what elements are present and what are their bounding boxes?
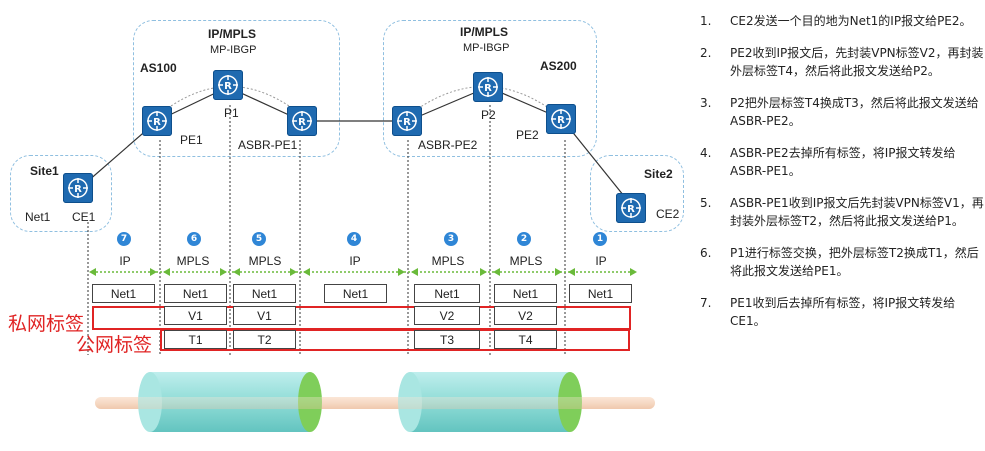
- proto-label: IP: [349, 254, 361, 268]
- label-asbr-pe2: ASBR-PE2: [418, 138, 478, 152]
- as100-label: AS100: [140, 61, 177, 75]
- svg-text:R: R: [224, 81, 232, 92]
- packet-net1: Net1: [92, 284, 155, 303]
- step-item: 4. ASBR-PE2去掉所有标签，将IP报文转发给ASBR-PE1。: [700, 144, 985, 180]
- public-label-t1: T1: [164, 330, 227, 349]
- packet-net1: Net1: [494, 284, 557, 303]
- public-label-t2: T2: [233, 330, 296, 349]
- router-ce1: R: [63, 173, 93, 203]
- router-pe1: R: [142, 106, 172, 136]
- step-circle-4: 4: [347, 232, 361, 246]
- label-ce1: CE1: [72, 210, 96, 224]
- svg-text:R: R: [298, 117, 306, 128]
- as200-subtitle: MP-IBGP: [463, 42, 510, 54]
- step-circle-5: 5: [252, 232, 266, 246]
- packet-net1: Net1: [569, 284, 632, 303]
- svg-text:R: R: [627, 204, 635, 215]
- as200-label: AS200: [540, 59, 577, 73]
- router-icon: R: [292, 111, 312, 131]
- proto-label: MPLS: [509, 254, 543, 268]
- packet-net1: Net1: [414, 284, 480, 303]
- private-label-caption: 私网标签: [8, 313, 85, 335]
- as100-subtitle: MP-IBGP: [210, 44, 257, 56]
- label-p1: P1: [224, 106, 239, 120]
- step-item: 1. CE2发送一个目的地为Net1的IP报文给PE2。: [700, 12, 985, 30]
- step-item: 2. PE2收到IP报文后，先封装VPN标签V2，再封装外层标签T4，然后将此报文…: [700, 44, 985, 80]
- label-asbr-pe1: ASBR-PE1: [238, 138, 298, 152]
- proto-label: IP: [119, 254, 131, 268]
- step-item: 5. ASBR-PE1收到IP报文后先封装VPN标签V1，再封装外层标签T2，然后…: [700, 194, 985, 230]
- svg-text:R: R: [557, 115, 565, 126]
- router-icon: R: [551, 109, 571, 129]
- step-number: 6.: [700, 246, 712, 260]
- proto-label: MPLS: [176, 254, 210, 268]
- label-net1: Net1: [25, 210, 51, 224]
- router-icon: R: [68, 178, 88, 198]
- private-label-v2: V2: [414, 306, 480, 325]
- step-circle-7: 7: [117, 232, 131, 246]
- step-circle-6: 6: [187, 232, 201, 246]
- public-label-caption: 公网标签: [76, 334, 153, 356]
- step-number: 4.: [700, 146, 712, 160]
- step-item: 7. PE1收到后去掉所有标签，将IP报文转发给CE1。: [700, 294, 985, 330]
- step-text: P2把外层标签T4换成T3，然后将此报文发送给ASBR-PE2。: [730, 96, 979, 128]
- step-number: 1.: [700, 14, 712, 28]
- site1-cloud: [10, 155, 112, 232]
- label-pe1: PE1: [180, 133, 203, 147]
- label-pe2: PE2: [516, 128, 539, 142]
- step-text: ASBR-PE2去掉所有标签，将IP报文转发给ASBR-PE1。: [730, 146, 956, 178]
- step-number: 7.: [700, 296, 712, 310]
- packet-net1: Net1: [233, 284, 296, 303]
- router-asbr-pe2: R: [392, 106, 422, 136]
- router-p2: R: [473, 72, 503, 102]
- router-asbr-pe1: R: [287, 106, 317, 136]
- lsp-tunnels: [95, 372, 655, 432]
- private-label-v1: V1: [164, 306, 227, 325]
- step-text: ASBR-PE1收到IP报文后先封装VPN标签V1，再封装外层标签T2，然后将此…: [730, 196, 984, 228]
- step-description-list: 1. CE2发送一个目的地为Net1的IP报文给PE2。 2. PE2收到IP报文后…: [700, 12, 985, 344]
- packet-net1: Net1: [164, 284, 227, 303]
- step-circle-2: 2: [517, 232, 531, 246]
- step-number: 5.: [700, 196, 712, 210]
- svg-text:R: R: [484, 83, 492, 94]
- svg-text:R: R: [74, 184, 82, 195]
- proto-label: MPLS: [431, 254, 465, 268]
- step-text: P1进行标签交换，把外层标签T2换成T1，然后将此报文发送给PE1。: [730, 246, 979, 278]
- private-label-v2: V2: [494, 306, 557, 325]
- router-p1: R: [213, 70, 243, 100]
- router-pe2: R: [546, 104, 576, 134]
- router-ce2: R: [616, 193, 646, 223]
- router-icon: R: [621, 198, 641, 218]
- site1-label: Site1: [30, 164, 59, 178]
- router-icon: R: [218, 75, 238, 95]
- step-circle-3: 3: [444, 232, 458, 246]
- step-number: 3.: [700, 96, 712, 110]
- step-text: PE1收到后去掉所有标签，将IP报文转发给CE1。: [730, 296, 956, 328]
- public-label-t4: T4: [494, 330, 557, 349]
- router-icon: R: [397, 111, 417, 131]
- step-number: 2.: [700, 46, 712, 60]
- router-icon: R: [147, 111, 167, 131]
- label-p2: P2: [481, 108, 496, 122]
- public-label-t3: T3: [414, 330, 480, 349]
- step-text: CE2发送一个目的地为Net1的IP报文给PE2。: [730, 14, 972, 28]
- svg-text:R: R: [153, 117, 161, 128]
- as100-title: IP/MPLS: [208, 27, 257, 41]
- step-item: 3. P2把外层标签T4换成T3，然后将此报文发送给ASBR-PE2。: [700, 94, 985, 130]
- packet-net1: Net1: [324, 284, 387, 303]
- label-ce2: CE2: [656, 207, 680, 221]
- step-circle-1: 1: [593, 232, 607, 246]
- step-text: PE2收到IP报文后，先封装VPN标签V2，再封装外层标签T4，然后将此报文发送…: [730, 46, 984, 78]
- proto-label: IP: [595, 254, 607, 268]
- router-icon: R: [478, 77, 498, 97]
- step-item: 6. P1进行标签交换，把外层标签T2换成T1，然后将此报文发送给PE1。: [700, 244, 985, 280]
- site2-label: Site2: [644, 167, 673, 181]
- as200-title: IP/MPLS: [460, 25, 509, 39]
- private-label-v1: V1: [233, 306, 296, 325]
- svg-text:R: R: [403, 117, 411, 128]
- proto-label: MPLS: [248, 254, 282, 268]
- public-label-frame: [160, 329, 630, 351]
